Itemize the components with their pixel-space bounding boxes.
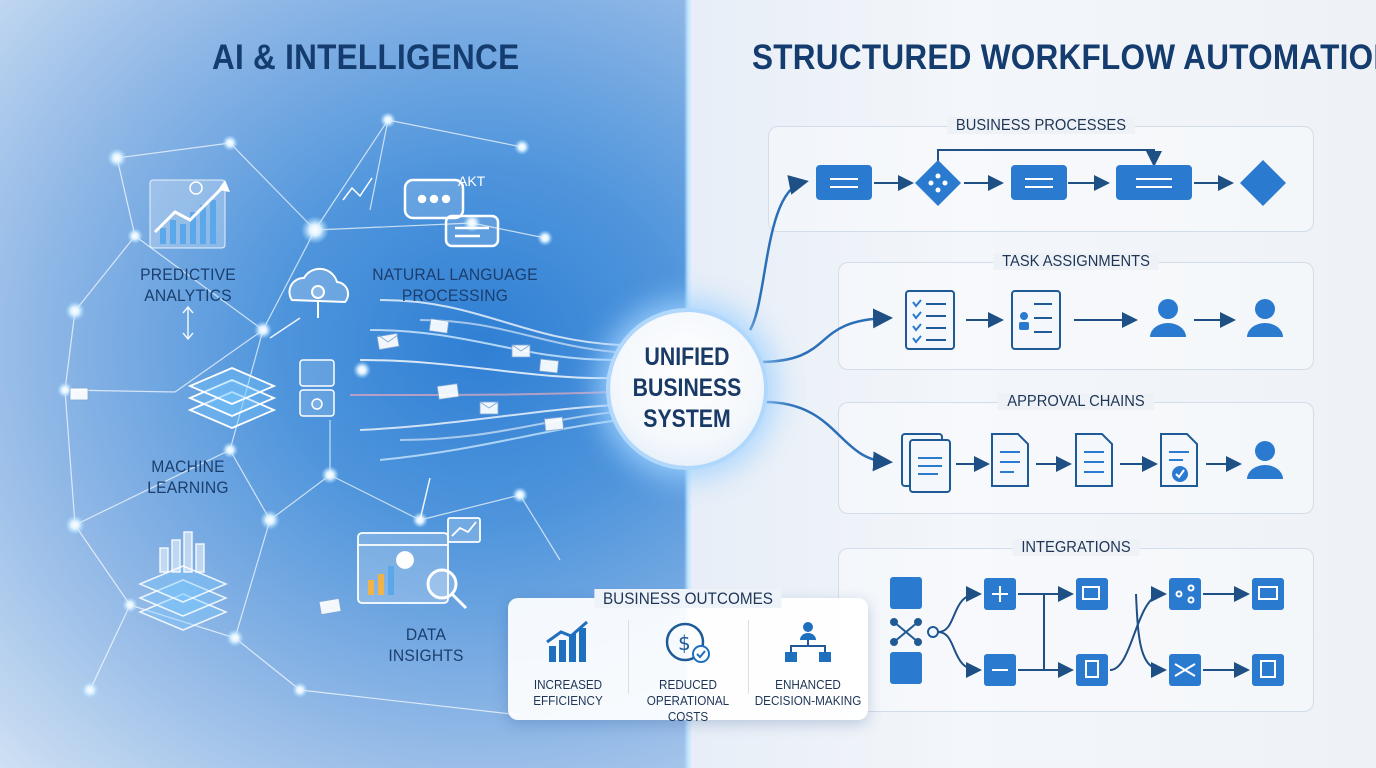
checklist-icon bbox=[905, 290, 1061, 350]
process-step-box bbox=[1011, 165, 1067, 200]
svg-text:$: $ bbox=[678, 631, 691, 655]
ai-chip-icon bbox=[299, 359, 335, 417]
small-trend-icon bbox=[342, 177, 373, 201]
approval-chains-title: APPROVAL CHAINS bbox=[858, 393, 1294, 411]
person-icon bbox=[1150, 299, 1283, 337]
process-row bbox=[874, 149, 1234, 191]
database-stack-icon bbox=[138, 531, 228, 631]
left-section-title: AI & INTELLIGENCE bbox=[212, 38, 520, 77]
dollar-check-icon: $ bbox=[665, 622, 710, 663]
stacked-layers-icon bbox=[187, 367, 277, 429]
bar-chart-up-icon bbox=[546, 620, 588, 662]
right-section-title: STRUCTURED WORKFLOW AUTOMATION bbox=[752, 38, 1376, 77]
workflow-diagram bbox=[748, 149, 1286, 686]
integrations-title: INTEGRATIONS bbox=[858, 539, 1294, 557]
outcome-separator bbox=[628, 620, 629, 694]
dashboard-icon bbox=[357, 517, 481, 604]
task-assignments-title: TASK ASSIGNMENTS bbox=[858, 253, 1294, 271]
integration-source-box bbox=[890, 577, 922, 609]
integrations-panel: INTEGRATIONS bbox=[838, 539, 1314, 712]
process-step-box bbox=[1116, 165, 1192, 200]
business-outcomes-title: BUSINESS OUTCOMES bbox=[526, 589, 850, 609]
outcome-separator bbox=[748, 620, 749, 694]
chat-bubbles-icon bbox=[403, 178, 500, 248]
line-chart-icon bbox=[149, 179, 230, 249]
nlp-badge-text: AKT bbox=[458, 173, 486, 189]
magnifier-icon bbox=[426, 568, 468, 610]
ai-network-graphic: AKT bbox=[57, 112, 621, 716]
business-processes-title: BUSINESS PROCESSES bbox=[791, 117, 1291, 135]
org-chart-person-icon bbox=[785, 622, 831, 662]
cloud-brain-icon bbox=[288, 267, 350, 318]
network-hub-icon bbox=[890, 618, 939, 646]
decision-diamond bbox=[915, 160, 961, 206]
end-diamond bbox=[1240, 160, 1286, 206]
process-step-box bbox=[816, 165, 872, 200]
integration-source-box bbox=[890, 652, 922, 684]
